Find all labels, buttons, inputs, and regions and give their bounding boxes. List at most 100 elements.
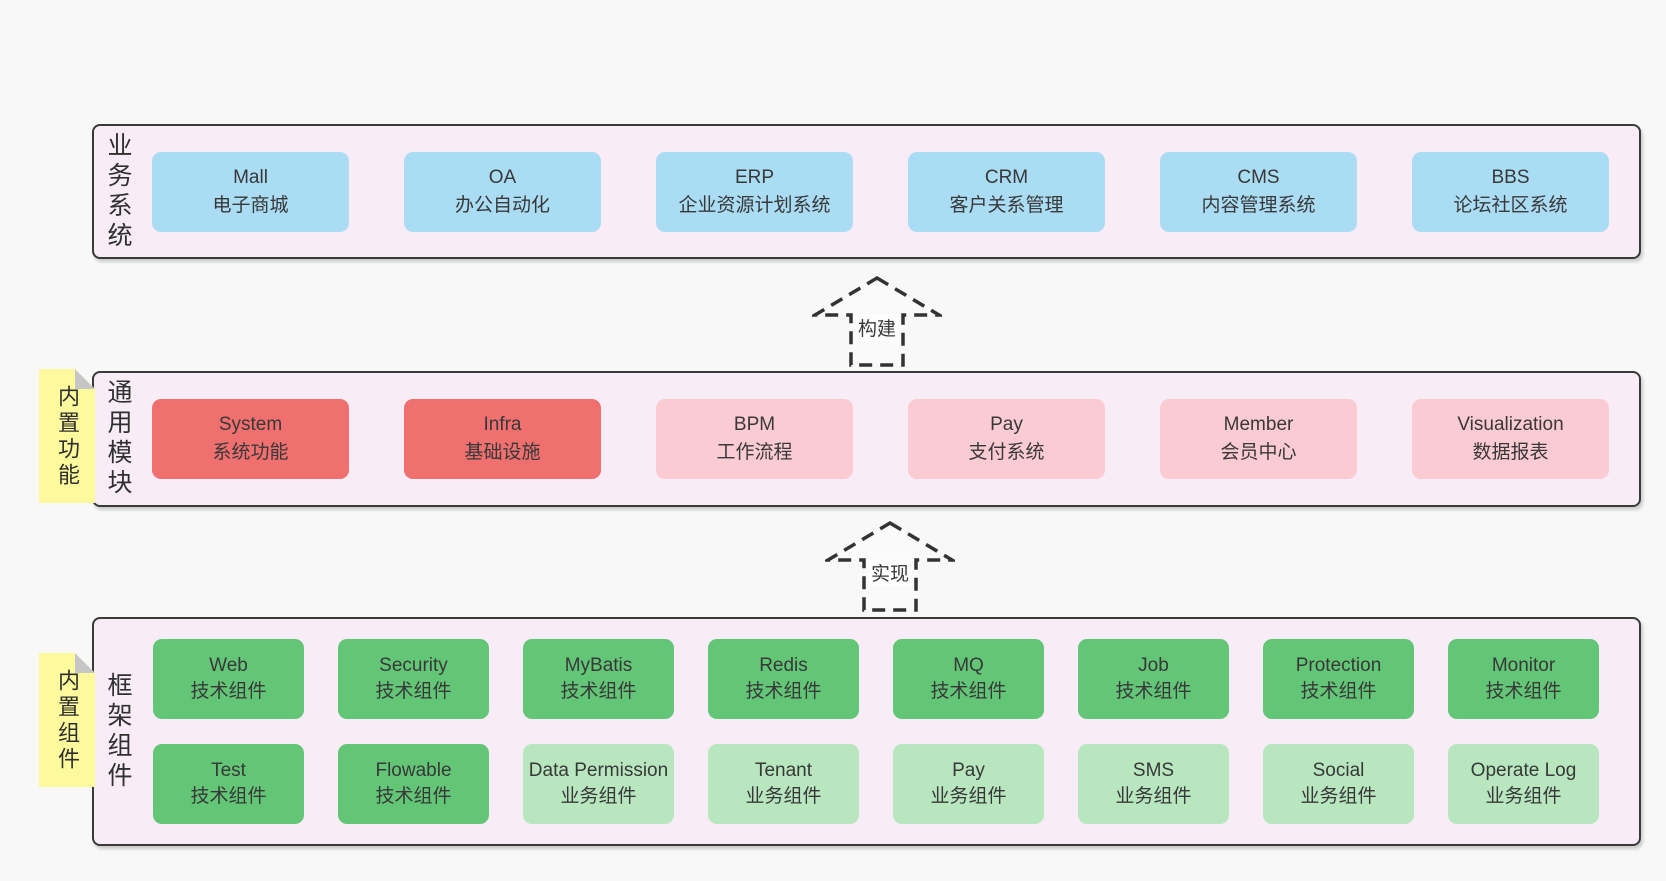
box-title: Tenant <box>754 760 813 781</box>
sticky-note-label: 内置功能 <box>55 385 80 489</box>
common-modules-layer: 通用模块 System 系统功能 Infra 基础设施 BPM 工作流程 Pay… <box>92 371 1641 507</box>
box-title: Pay <box>990 414 1023 435</box>
sticky-note-builtin-components: 内置组件 <box>39 653 95 787</box>
box-title: Infra <box>483 414 522 435</box>
box-crm: CRM 客户关系管理 <box>908 151 1105 232</box>
box-subtitle: 技术组件 <box>745 681 822 702</box>
box-sms: SMS 业务组件 <box>1078 744 1229 824</box>
box-subtitle: 基础设施 <box>464 442 541 463</box>
box-title: Visualization <box>1457 414 1564 435</box>
box-subtitle: 业务组件 <box>560 786 637 807</box>
box-subtitle: 技术组件 <box>190 786 267 807</box>
box-title: Social <box>1312 760 1365 781</box>
box-tenant: Tenant 业务组件 <box>708 744 859 824</box>
box-title: Monitor <box>1491 655 1556 676</box>
box-title: Pay <box>952 760 985 781</box>
box-redis: Redis 技术组件 <box>708 639 859 719</box>
box-subtitle: 数据报表 <box>1472 442 1549 463</box>
box-subtitle: 技术组件 <box>560 681 637 702</box>
box-title: CMS <box>1237 166 1280 188</box>
implement-arrow: 实现 <box>825 520 955 613</box>
arrow-label-build: 构建 <box>854 314 900 341</box>
box-subtitle: 技术组件 <box>1115 681 1192 702</box>
box-title: Job <box>1138 655 1169 676</box>
layer-label-common-modules: 通用模块 <box>104 379 132 499</box>
box-subtitle: 技术组件 <box>375 681 452 702</box>
box-job: Job 技术组件 <box>1078 639 1229 719</box>
sticky-note-label: 内置组件 <box>55 669 80 773</box>
box-subtitle: 客户关系管理 <box>949 194 1064 216</box>
box-test: Test 技术组件 <box>153 744 304 824</box>
box-title: Security <box>379 655 448 676</box>
box-title: Mall <box>233 166 268 188</box>
box-infra: Infra 基础设施 <box>404 399 601 479</box>
box-protection: Protection 技术组件 <box>1263 639 1414 719</box>
box-member: Member 会员中心 <box>1160 399 1357 479</box>
box-mall: Mall 电子商城 <box>152 151 349 232</box>
box-monitor: Monitor 技术组件 <box>1448 639 1599 719</box>
box-security: Security 技术组件 <box>338 639 489 719</box>
build-arrow: 构建 <box>812 275 942 368</box>
business-systems-layer: 业务系统 Mall 电子商城 OA 办公自动化 ERP 企业资源计划系统 CRM… <box>92 124 1641 259</box>
box-subtitle: 业务组件 <box>745 786 822 807</box>
box-title: Redis <box>759 655 808 676</box>
box-title: Operate Log <box>1470 760 1577 781</box>
box-bpm: BPM 工作流程 <box>656 399 853 479</box>
module-boxes-row: System 系统功能 Infra 基础设施 BPM 工作流程 Pay 支付系统… <box>152 399 1609 479</box>
box-oa: OA 办公自动化 <box>404 151 601 232</box>
box-pay-business: Pay 业务组件 <box>893 744 1044 824</box>
box-title: BBS <box>1491 166 1530 188</box>
box-title: Data Permission <box>528 760 669 781</box>
box-title: Protection <box>1295 655 1382 676</box>
box-data-permission: Data Permission 业务组件 <box>523 744 674 824</box>
box-operate-log: Operate Log 业务组件 <box>1448 744 1599 824</box>
box-subtitle: 业务组件 <box>1485 786 1562 807</box>
box-cms: CMS 内容管理系统 <box>1160 151 1357 232</box>
box-subtitle: 业务组件 <box>1300 786 1377 807</box>
framework-rows: Web 技术组件 Security 技术组件 MyBatis 技术组件 Redi… <box>153 639 1599 824</box>
box-title: SMS <box>1132 760 1175 781</box>
arrow-label-implement: 实现 <box>867 559 913 586</box>
box-subtitle: 技术组件 <box>930 681 1007 702</box>
box-subtitle: 电子商城 <box>212 194 289 216</box>
box-subtitle: 企业资源计划系统 <box>678 194 831 216</box>
box-bbs: BBS 论坛社区系统 <box>1412 151 1609 232</box>
framework-row-2: Test 技术组件 Flowable 技术组件 Data Permission … <box>153 744 1599 824</box>
box-title: OA <box>488 166 517 188</box>
box-title: MyBatis <box>564 655 633 676</box>
box-subtitle: 业务组件 <box>930 786 1007 807</box>
box-subtitle: 内容管理系统 <box>1201 194 1316 216</box>
box-title: Flowable <box>375 760 452 781</box>
framework-components-layer: 框架组件 Web 技术组件 Security 技术组件 MyBatis 技术组件… <box>92 617 1641 846</box>
box-title: Test <box>211 760 246 781</box>
box-title: Web <box>209 655 248 676</box>
box-title: ERP <box>734 166 775 188</box>
box-subtitle: 系统功能 <box>212 442 289 463</box>
box-web: Web 技术组件 <box>153 639 304 719</box>
business-boxes-row: Mall 电子商城 OA 办公自动化 ERP 企业资源计划系统 CRM 客户关系… <box>152 151 1609 232</box>
box-visualization: Visualization 数据报表 <box>1412 399 1609 479</box>
box-subtitle: 会员中心 <box>1220 442 1297 463</box>
sticky-note-builtin-features: 内置功能 <box>39 369 95 503</box>
box-title: MQ <box>953 655 984 676</box>
framework-row-1: Web 技术组件 Security 技术组件 MyBatis 技术组件 Redi… <box>153 639 1599 719</box>
box-subtitle: 技术组件 <box>190 681 267 702</box>
box-title: System <box>218 414 283 435</box>
box-subtitle: 办公自动化 <box>454 194 550 216</box>
box-mybatis: MyBatis 技术组件 <box>523 639 674 719</box>
box-subtitle: 技术组件 <box>1485 681 1562 702</box>
layer-label-framework-components: 框架组件 <box>104 671 132 792</box>
box-erp: ERP 企业资源计划系统 <box>656 151 853 232</box>
box-subtitle: 技术组件 <box>1300 681 1377 702</box>
box-mq: MQ 技术组件 <box>893 639 1044 719</box>
box-subtitle: 支付系统 <box>968 442 1045 463</box>
box-social: Social 业务组件 <box>1263 744 1414 824</box>
box-subtitle: 论坛社区系统 <box>1453 194 1568 216</box>
layer-label-business-systems: 业务系统 <box>104 131 132 252</box>
box-subtitle: 工作流程 <box>716 442 793 463</box>
box-title: Member <box>1223 414 1294 435</box>
box-pay: Pay 支付系统 <box>908 399 1105 479</box>
box-subtitle: 技术组件 <box>375 786 452 807</box>
box-title: BPM <box>733 414 776 435</box>
box-flowable: Flowable 技术组件 <box>338 744 489 824</box>
